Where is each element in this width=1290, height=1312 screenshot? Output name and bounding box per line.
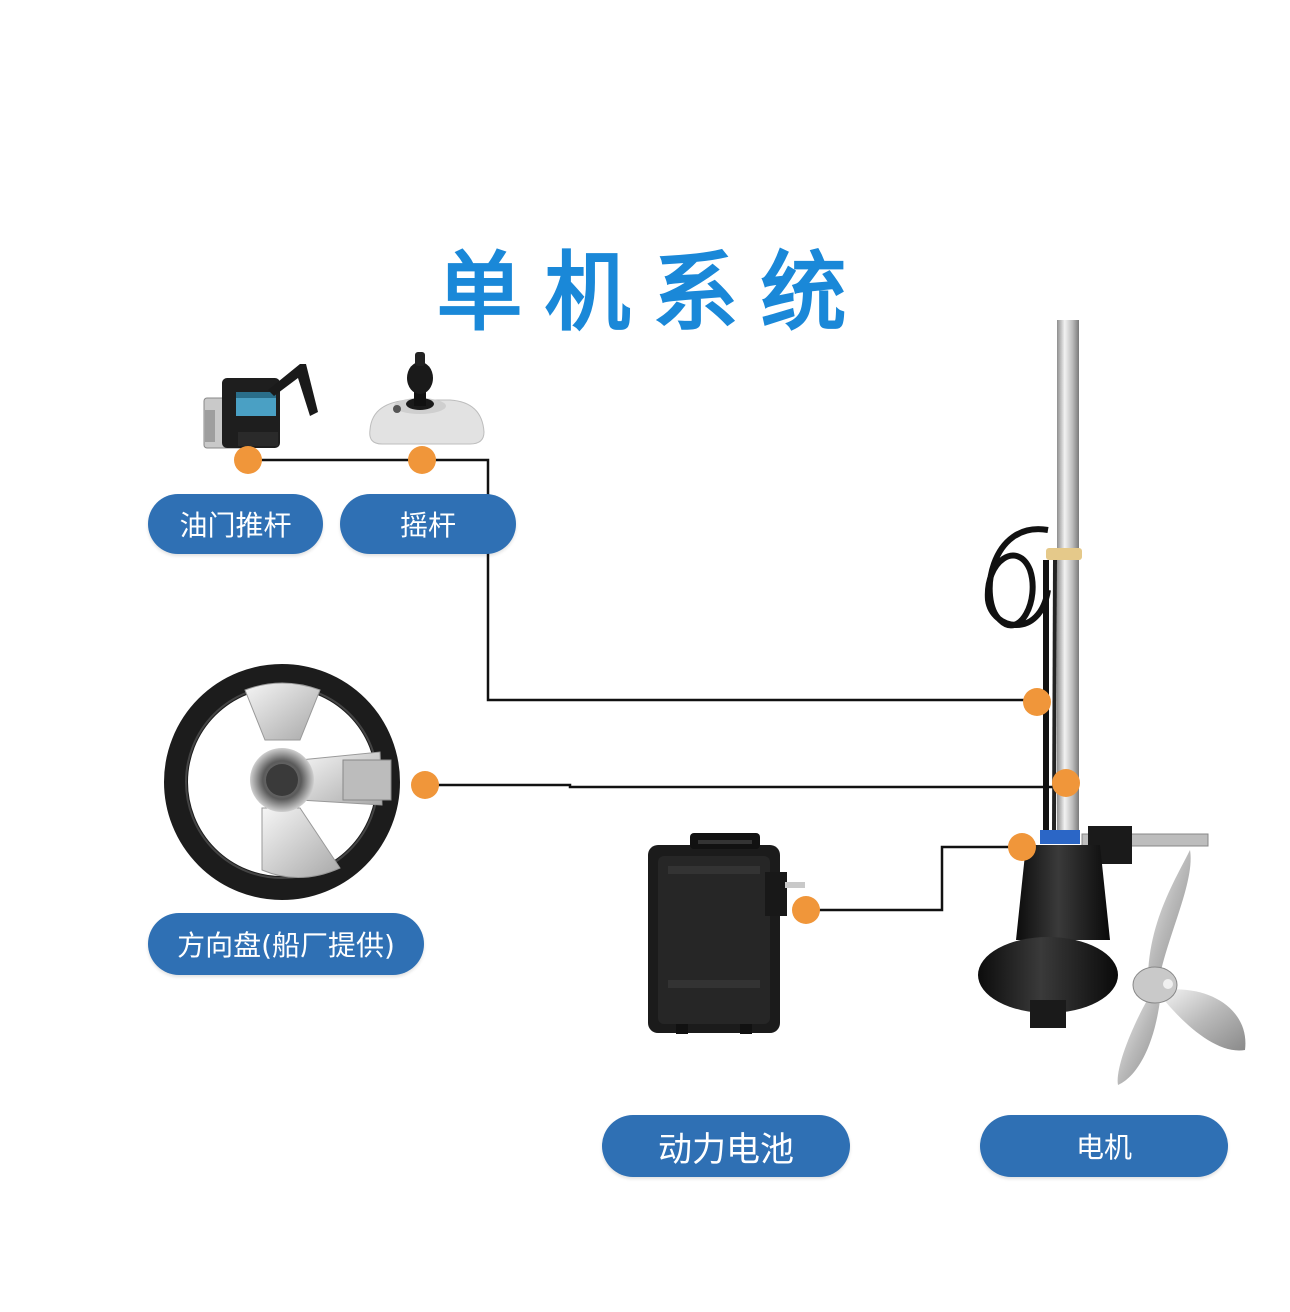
label-battery: 动力电池 bbox=[602, 1115, 850, 1177]
outboard-motor-icon bbox=[978, 320, 1246, 1085]
label-throttle: 油门推杆 bbox=[148, 494, 323, 554]
connector-dot-steering bbox=[411, 771, 439, 799]
connector-dot-motor-control bbox=[1023, 688, 1051, 716]
label-steering-wheel: 方向盘(船厂提供) bbox=[148, 913, 424, 975]
wire-battery-to-motor bbox=[808, 845, 1025, 912]
connector-dot-throttle bbox=[234, 446, 262, 474]
wire-steering-to-motor bbox=[425, 783, 1068, 789]
wire-controls-to-motor bbox=[248, 458, 1040, 702]
connector-dot-battery bbox=[792, 896, 820, 924]
joystick-icon bbox=[369, 352, 485, 445]
throttle-lever-icon bbox=[203, 364, 318, 449]
label-motor: 电机 bbox=[980, 1115, 1228, 1177]
battery-case-icon bbox=[648, 833, 805, 1034]
diagram-title: 单机系统 bbox=[436, 243, 869, 343]
connector-dot-joystick bbox=[408, 446, 436, 474]
steering-wheel-icon bbox=[164, 664, 400, 900]
connector-dot-motor-steering bbox=[1052, 769, 1080, 797]
connector-dot-motor-power bbox=[1008, 833, 1036, 861]
label-joystick: 摇杆 bbox=[340, 494, 516, 554]
connector-dots bbox=[234, 446, 1080, 924]
wiring bbox=[248, 458, 1068, 912]
